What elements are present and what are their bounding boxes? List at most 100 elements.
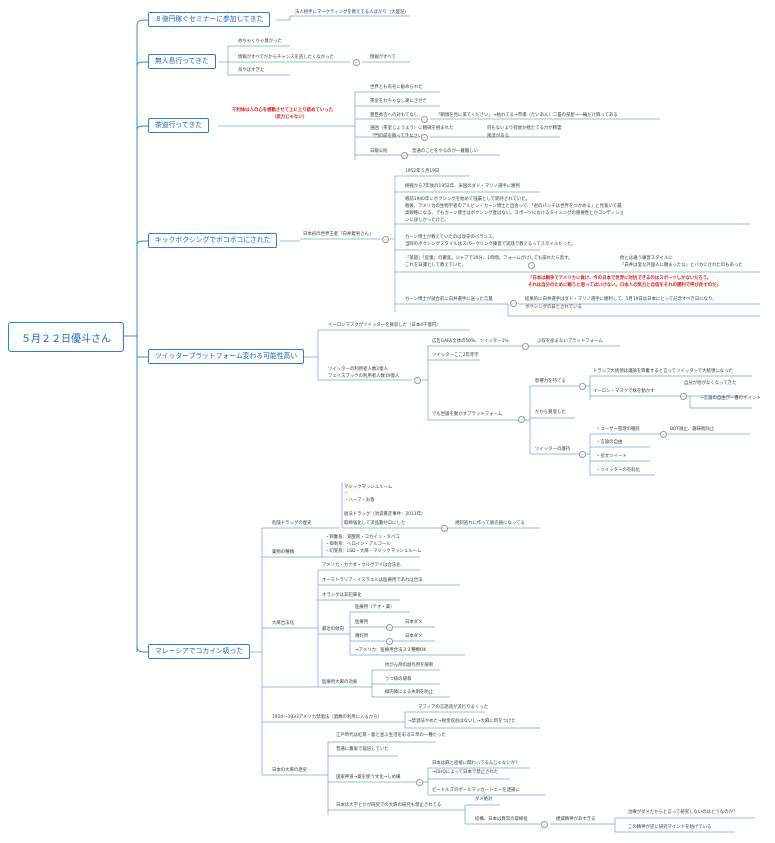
node-kick-2[interactable]: 終戦から7年後の1952年、米国のダド・マリノ選手に勝利 [405, 184, 520, 189]
node-tea-4b[interactable]: 「門の前を飾ってきなさい」 [370, 134, 427, 139]
node-tea-1[interactable]: 世界とも有名に勧められた [370, 85, 423, 90]
node-twitter-6c[interactable]: ・言論の自由 [596, 440, 623, 445]
collapse-toggle-icon[interactable]: − [441, 525, 448, 532]
node-mal-c4[interactable]: 最近の傾向 [322, 627, 344, 632]
node-kick-3b[interactable]: 戦後、アメリカの生物学者のアルビン・カーン博士と出会って、「君のパンチは世界をつ… [405, 204, 622, 209]
node-mal-h4a[interactable]: ダメ絶対 [475, 797, 493, 802]
node-mal-c4a[interactable]: 医療用（テオ・薬） [355, 605, 395, 610]
node-tea-5a[interactable]: 普通のことをやるのが一番難しい [412, 149, 478, 154]
node-twitter-2c[interactable]: 広告GAFA全体の50%、ツイッター1% [432, 339, 509, 344]
node-twitter-4a[interactable]: トランプ大統領は議論を興奮すると言ってツイッターで大統領になった [593, 369, 733, 374]
branch-tea[interactable]: 茶道行ってきた [148, 118, 210, 133]
node-mal-m2[interactable]: ・ [344, 491, 349, 496]
node-trip-1[interactable]: めちゃくちゃ臭かった [238, 39, 282, 44]
node-mal-c5b[interactable]: うつ病の緩和 [385, 677, 412, 682]
collapse-toggle-icon[interactable]: − [510, 300, 517, 307]
node-kick-5a[interactable]: 「基礎」「反復」の徹底。ジャブで30分、1時間。フォームがけしても崩れたら直す。 [405, 256, 573, 261]
node-mal-h1[interactable]: 江戸時代は紅目・藍と並ぶ生活を彩る三草の一種だった [336, 733, 446, 738]
node-kick-6b[interactable]: ボクシングの日とされている [525, 305, 582, 310]
node-kick-4b[interactable]: 当時のボクシングスタイルはスパークリング練習で実践で教えるってスタイルだった。 [405, 242, 576, 247]
node-mal-c1[interactable]: アメリカ・カナダ・ウルグアイは合法化 [322, 563, 401, 568]
collapse-toggle-icon[interactable]: − [353, 59, 360, 66]
node-mal-h5a[interactable]: 撲滅精神があすぎる [556, 817, 596, 822]
node-mal-h0[interactable]: 日本の大麻の歴史 [272, 768, 308, 773]
collapse-toggle-icon[interactable]: − [518, 416, 525, 423]
node-twitter-6e[interactable]: ・ツイッターの有料化 [596, 468, 640, 473]
collapse-toggle-icon[interactable]: − [414, 377, 421, 384]
node-trip-2[interactable]: 情報がすべてだからチャンスを逃したくなかった [238, 55, 334, 60]
node-mal-h3c[interactable]: ビートルズのポールマッカートニーを逮捕に [432, 788, 520, 793]
node-kick-4a[interactable]: カーン博士が教えていたのは攻守のバランス。 [405, 235, 497, 240]
branch-malaysia[interactable]: マレーシアでコカイン吸った [148, 644, 251, 659]
node-kick-date[interactable]: 1952年５月19日 [405, 169, 440, 174]
node-twitter-5[interactable]: だから買収した [535, 410, 566, 415]
node-kick-3a[interactable]: 戦前1940年にボクシングを始めて強豪として期待されていた。 [405, 197, 531, 202]
node-mal-c5[interactable]: 医療用大麻の効果 [322, 680, 358, 685]
node-mal-c5c[interactable]: 緑内障による失明を防止 [385, 690, 434, 695]
node-kick-3c[interactable]: 高戦略になる。でもカーン博士はボクシング歴はない。スポーツにおけるタイミングの重… [405, 211, 624, 216]
node-mal-m1[interactable]: マジックマッシュルーム [344, 485, 393, 490]
node-twitter-4d[interactable]: →言論の自由が一番のポイント [700, 396, 761, 401]
node-twitter-4c[interactable]: 自分が他がなくなってきた [684, 381, 737, 386]
collapse-toggle-icon[interactable]: − [660, 431, 667, 438]
node-twitter-2a[interactable]: ツイッターの利用者人数2億人 [328, 367, 388, 372]
node-mal-p1[interactable]: 1920〜1933アメリカ禁酒法（酒類の利用に入るから） [272, 715, 382, 720]
node-mal-h5c[interactable]: この精神が逆に研究マインドを妨げている [628, 825, 712, 830]
node-twitter-4b[interactable]: イーロン・マスクで株を動かす [593, 389, 655, 394]
collapse-toggle-icon[interactable]: − [522, 343, 529, 350]
node-mal-h3a[interactable]: 日本は麻と密接に関わってるんじゃないか？ [432, 761, 520, 766]
node-twitter-6a[interactable]: ・ユーザー管理の徹底 [596, 427, 640, 432]
collapse-toggle-icon[interactable]: − [401, 152, 408, 159]
node-mal-h3[interactable]: 国家神道→薬を使う文化→しめ縄 [336, 775, 401, 780]
node-mal-m3[interactable]: ・ハーブ・お香 [344, 498, 375, 503]
node-kick-3d[interactable]: ンに詳しかったけど。 [405, 218, 449, 223]
collapse-toggle-icon[interactable]: − [382, 236, 389, 243]
node-kick-5d[interactable]: 「白井は変な外国人に頼まったな」とバカにされたのもあった [620, 263, 743, 268]
node-kick-5c[interactable]: 他とは違う練習スタイルに [620, 256, 673, 261]
node-twitter-2d[interactable]: ぶ収を産まないプラットフォーム [537, 339, 603, 344]
branch-seminar[interactable]: ８億円稼ぐセミナーに参加してきた [148, 12, 271, 27]
collapse-toggle-icon[interactable]: − [421, 134, 428, 141]
node-mal-d1b[interactable]: ・抑制系：ヘロイン・アルコール [325, 542, 391, 547]
collapse-toggle-icon[interactable]: − [421, 116, 428, 123]
node-mal-m5a[interactable]: 取締強化して流品難ゼロにした [344, 521, 406, 526]
node-seminar-1[interactable]: 法人相手にマーケティングを教えてる人ばかり（大盛況） [295, 10, 409, 15]
node-tea-4a[interactable]: 何もないより何故か揺たてる力が精霊 [487, 126, 562, 131]
node-mal-c4b[interactable]: 医療用 [355, 620, 369, 625]
node-trip-3[interactable]: 海やばすぎた [238, 68, 265, 73]
collapse-toggle-icon[interactable]: − [386, 638, 393, 645]
collapse-toggle-icon[interactable]: − [541, 821, 548, 828]
node-kick-5b[interactable]: これを日課として教えていた。 [405, 263, 467, 268]
node-twitter-2b[interactable]: フェイスブックの利用者人数19億人 [328, 374, 400, 379]
branch-trip[interactable]: 無人島行ってきた [148, 54, 216, 69]
node-tea-3[interactable]: 豊臣秀吉への対もてなし [370, 113, 419, 118]
node-tea-4c[interactable]: 風流がある [487, 134, 509, 139]
collapse-toggle-icon[interactable]: − [579, 383, 586, 390]
collapse-toggle-icon[interactable]: − [416, 779, 423, 786]
collapse-toggle-icon[interactable]: − [528, 262, 535, 269]
node-mal-m5b[interactable]: 規制逃れに作って販売員になってる [455, 521, 525, 526]
node-trip-2a[interactable]: 情報がすべて [370, 55, 396, 60]
node-mal-c4d[interactable]: →アメリカ：医療用合法３３種類OK [355, 648, 427, 653]
collapse-toggle-icon[interactable]: − [386, 624, 393, 631]
node-twitter-2e[interactable]: ツイッターここ2年赤字 [432, 353, 479, 358]
node-twitter-1[interactable]: イーロンマスクがツイッターを買収した（日本4千億円） [328, 323, 441, 328]
node-kick-6[interactable]: カーン博士が試合前に白井選手に送った言葉 [405, 297, 493, 302]
branch-twitter[interactable]: ツイッタープラットフォーム変わる可能性高い [148, 349, 305, 364]
node-twitter-3[interactable]: でも世論を動かすプラットフォーム [432, 412, 503, 417]
node-mal-p1a[interactable]: マフィアの言語道が流行りまくった [418, 705, 489, 710]
node-tea-5[interactable]: 日報公則 [370, 149, 388, 154]
node-mal-c4c2[interactable]: 日本ダメ [405, 634, 423, 639]
node-mal-d1a[interactable]: ・興奮系：覚醒剤・コカイン・タバコ [325, 535, 400, 540]
node-twitter-6d[interactable]: ・長文ツイート [596, 454, 627, 459]
node-mal-c5a[interactable]: 抗がん剤の副作用を緩和 [385, 663, 434, 668]
node-mal-c4b2[interactable]: 日本ダメ [405, 620, 423, 625]
node-kick-1[interactable]: 日本初の世界王者「白井義男さん」 [303, 232, 374, 237]
node-mal-c3[interactable]: オランダは非犯罪化 [322, 593, 362, 598]
node-mal-d1[interactable]: 薬物の種類 [272, 550, 294, 555]
node-twitter-4[interactable]: 影響力を持てる [535, 379, 566, 384]
node-mal-m4[interactable]: 脱法ドラッグ（池袋暴走事件：2011年） [344, 512, 426, 517]
node-mal-c0[interactable]: 大麻合法化 [272, 621, 294, 626]
node-twitter-6[interactable]: ツイッターの護持 [535, 447, 571, 452]
node-mal-m5[interactable]: 危険ドラッグの歴史 [272, 521, 312, 526]
